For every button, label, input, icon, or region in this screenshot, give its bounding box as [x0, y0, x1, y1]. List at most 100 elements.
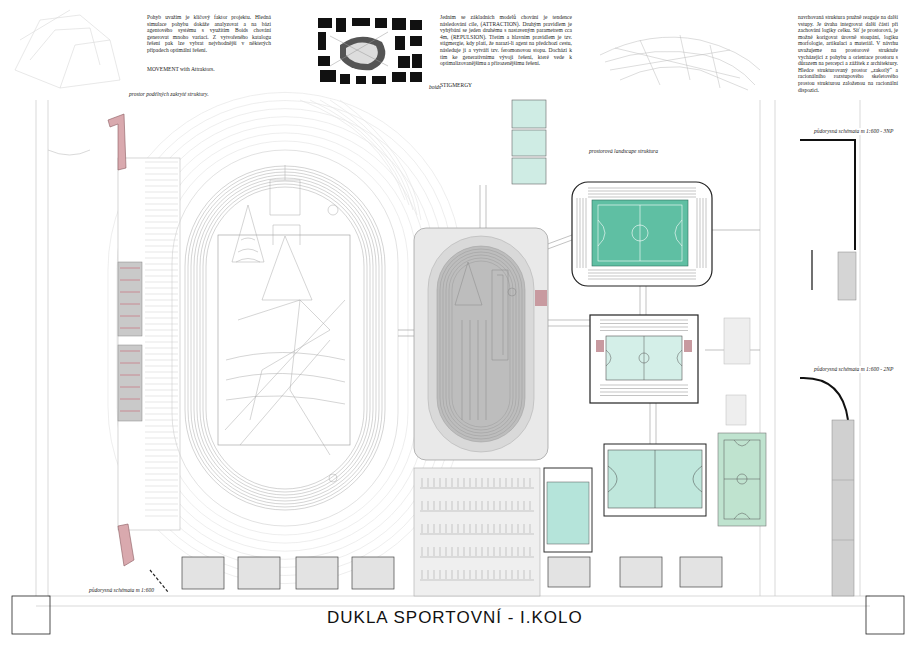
parking-stall: [458, 547, 459, 556]
parking-stall: [422, 524, 423, 533]
figure-ground-map: [316, 16, 424, 86]
parking-stall: [434, 547, 435, 556]
parking-stall: [488, 524, 489, 533]
seat-row-red: [120, 280, 140, 281]
small-building: [724, 318, 750, 364]
seat-row: [588, 276, 696, 277]
parking-stall: [434, 501, 435, 510]
pavilion-red: [118, 524, 134, 566]
parking-stall: [518, 524, 519, 533]
parking-stall: [440, 524, 441, 533]
seat-row: [600, 327, 688, 328]
seat-row: [600, 395, 688, 396]
parking-stall: [476, 570, 477, 579]
seat-row: [588, 273, 696, 274]
seat-row: [145, 222, 178, 223]
parking-stall: [494, 570, 495, 579]
seat-row: [145, 162, 178, 163]
seat-row: [145, 174, 178, 175]
seat-row: [145, 378, 178, 379]
seat-row: [600, 320, 688, 321]
track-lane: [449, 258, 513, 430]
sports-court: [592, 200, 688, 266]
parking-stall: [446, 547, 447, 556]
text-paragraph: navrhovaná struktura pružně reaguje na d…: [798, 14, 898, 93]
seat-row-red: [120, 292, 140, 293]
parking-stall: [482, 501, 483, 510]
parking-stall: [428, 570, 429, 579]
parking-stall: [476, 501, 477, 510]
parking-stall: [464, 478, 465, 487]
parking-stall: [524, 524, 525, 533]
seat-row: [697, 198, 698, 268]
indoor-field-pattern: [455, 262, 516, 420]
parking-stall: [422, 501, 423, 510]
track-lane: [443, 252, 519, 436]
track-lane: [197, 178, 373, 498]
parking-stall: [518, 570, 519, 579]
parking-stall: [434, 570, 435, 579]
parking-stall: [470, 570, 471, 579]
parking-stall: [440, 570, 441, 579]
plan-annotation: půdorysná schémata m 1:600 - 2NP: [813, 366, 894, 373]
parking-stall: [470, 478, 471, 487]
parking-stall: [530, 478, 531, 487]
parking-stall: [500, 478, 501, 487]
parking-stall: [428, 547, 429, 556]
seat-row: [580, 198, 581, 268]
seat-row: [600, 385, 688, 386]
parking-stall: [470, 547, 471, 556]
seat-row-red: [120, 351, 140, 352]
seat-row: [145, 264, 178, 265]
parking-stall: [440, 547, 441, 556]
context-sketch: [15, 10, 120, 88]
seat-row: [145, 288, 178, 289]
parking-stall: [482, 524, 483, 533]
seat-row-red: [120, 363, 140, 364]
pool-hall: [544, 468, 592, 552]
parking-stall: [452, 524, 453, 533]
seat-row-red: [120, 328, 140, 329]
parking-stall: [446, 478, 447, 487]
seat-row: [145, 300, 178, 301]
outdoor-pitches: [512, 100, 546, 184]
seat-row: [145, 258, 178, 259]
parking-stall: [488, 547, 489, 556]
parking-stall: [452, 547, 453, 556]
seat-row: [600, 388, 688, 389]
parking-stall: [494, 478, 495, 487]
seat-row: [145, 462, 178, 463]
stand-block: [118, 262, 142, 336]
seat-row: [145, 420, 178, 421]
parking-stall: [524, 547, 525, 556]
stand-block: [118, 345, 142, 421]
seat-row-red: [120, 316, 140, 317]
seat-row: [577, 198, 578, 268]
terrain-contours: [108, 92, 462, 583]
parking-stall: [512, 547, 513, 556]
plan-annotation: prostor podélných zakryté struktury.: [128, 91, 210, 98]
seat-row-red: [120, 399, 140, 400]
parking-stall: [518, 547, 519, 556]
seat-row: [145, 414, 178, 415]
parking-stall: [488, 570, 489, 579]
seat-row: [586, 198, 587, 268]
sports-hall: [604, 444, 706, 516]
indoor-stands: [428, 236, 534, 452]
seat-row: [700, 198, 701, 268]
parking-stall: [500, 501, 501, 510]
seat-row: [145, 186, 178, 187]
parking-stall: [524, 501, 525, 510]
parking-stall: [440, 478, 441, 487]
seat-row: [145, 228, 178, 229]
seat-row: [145, 336, 178, 337]
contour-line: [117, 101, 453, 576]
hall-seating: [600, 320, 688, 396]
parking-stall: [500, 524, 501, 533]
parking-stall: [458, 570, 459, 579]
parking-stall: [482, 478, 483, 487]
seat-row-red: [120, 375, 140, 376]
parking-stall: [512, 570, 513, 579]
parking-stall: [422, 478, 423, 487]
seat-row: [145, 330, 178, 331]
